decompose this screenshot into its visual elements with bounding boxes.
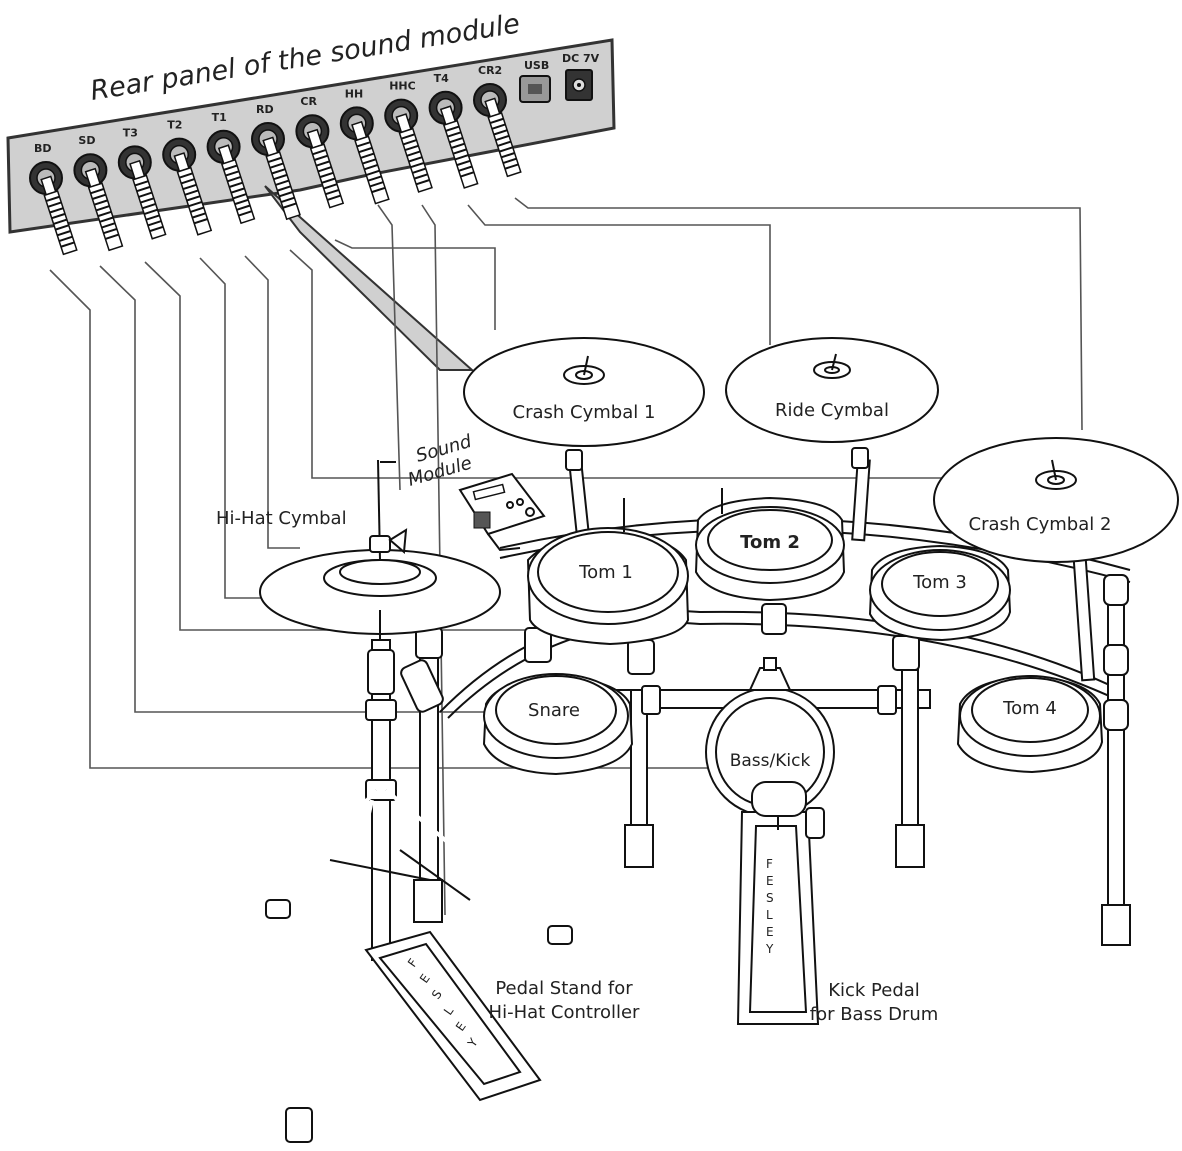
tom-3-label: Tom 3 (912, 572, 967, 593)
ride-cymbal-label: Ride Cymbal (775, 400, 889, 421)
port-label: BD (34, 142, 52, 155)
ride-cymbal: Ride Cymbal (725, 337, 939, 443)
kick-brand-letter: L (766, 908, 773, 922)
kick-brand-letter: F (766, 857, 773, 871)
hihat-pedal-label-1: Pedal Stand for (495, 978, 633, 999)
tom-2-pad: Tom 2 (623, 488, 846, 602)
port-cr: CR (295, 95, 345, 209)
port-cr2: CR2 (473, 64, 522, 178)
port-label: HHC (389, 80, 416, 93)
snare-label: Snare (528, 700, 580, 721)
kick-brand-letter: E (766, 925, 774, 939)
port-bd: BD (29, 142, 78, 256)
port-label: CR (300, 95, 317, 108)
port-rd: RD (251, 103, 301, 221)
kick-pedal-label-2: for Bass Drum (810, 1004, 939, 1025)
tom-3-pad: Tom 3 (868, 544, 1012, 642)
drum-rack (400, 517, 1131, 946)
hihat-cymbal: Hi-Hat Cymbal (216, 459, 501, 640)
port-t2: T2 (162, 119, 213, 236)
crash-cymbal-2: Crash Cymbal 2 (933, 437, 1179, 563)
kick-pedal-label-1: Kick Pedal (828, 980, 920, 1001)
usb-label: USB (524, 59, 549, 72)
port-t3: T3 (117, 126, 167, 240)
port-label: T3 (123, 126, 138, 139)
tom-1-label: Tom 1 (578, 562, 633, 583)
dc-label: DC 7V (562, 52, 600, 65)
port-label: T1 (212, 111, 227, 124)
crash-cymbal-1-label: Crash Cymbal 1 (513, 402, 656, 423)
tom-1-pad: Tom 1 (526, 527, 690, 646)
kick-brand-letter: Y (765, 942, 774, 956)
port-label: SD (78, 134, 95, 147)
port-hhc: HHC (384, 80, 433, 193)
port-label: T4 (434, 72, 450, 85)
crash-cymbal-2-label: Crash Cymbal 2 (969, 514, 1112, 535)
port-label: T2 (167, 119, 182, 132)
rear-panel: Rear panel of the sound module USB DC 7V… (6, 8, 616, 371)
tom-2-label: Tom 2 (740, 532, 800, 553)
kick-brand-letter: S (766, 891, 774, 905)
port-t1: T1 (206, 111, 256, 225)
port-label: HH (345, 87, 363, 100)
crash-cymbal-1: Crash Cymbal 1 (463, 337, 705, 447)
port-label: CR2 (478, 64, 502, 77)
hihat-cymbal-label: Hi-Hat Cymbal (216, 508, 347, 529)
tom-4-label: Tom 4 (1002, 698, 1057, 719)
kick-brand-letter: E (766, 874, 774, 888)
port-label: RD (256, 103, 274, 116)
cymbal-stands (565, 447, 1096, 682)
tom-4-pad: Tom 4 (956, 674, 1104, 774)
port-sd: SD (73, 134, 124, 252)
port-hh: HH (339, 87, 390, 205)
bass-kick-label: Bass/Kick (730, 751, 811, 771)
hihat-pedal-label-2: Hi-Hat Controller (489, 1002, 641, 1023)
port-t4: T4 (428, 72, 479, 189)
snare-pad: Snare (482, 673, 634, 776)
